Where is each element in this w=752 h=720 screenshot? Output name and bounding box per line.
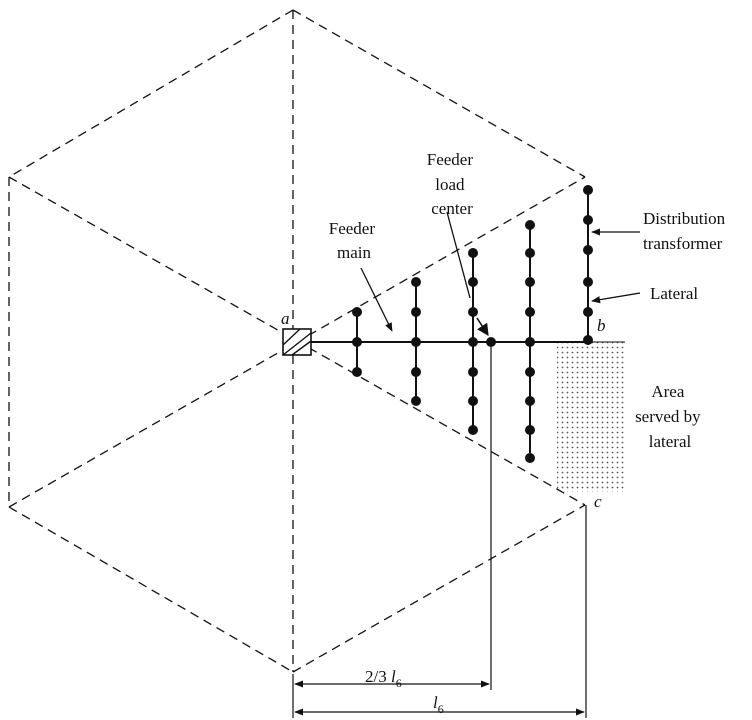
dimension-extension-lines bbox=[292, 347, 587, 718]
point-a-label: a bbox=[281, 309, 290, 328]
point-c-label: c bbox=[594, 492, 602, 511]
area-served-label: Area served by lateral bbox=[635, 382, 705, 451]
feeder-main-arrow bbox=[360, 267, 393, 332]
load-center-arrow-upper bbox=[446, 211, 471, 299]
dimension-full-label: l6 bbox=[433, 693, 444, 716]
hexagon-outline bbox=[8, 9, 586, 673]
substation-symbol bbox=[282, 328, 312, 356]
load-center-arrow-lower bbox=[476, 317, 489, 337]
point-b-label: b bbox=[597, 316, 606, 335]
feeder-load-center-label: Feeder load center bbox=[427, 150, 478, 218]
area-served-by-lateral bbox=[557, 342, 625, 492]
transformer-dots bbox=[352, 185, 593, 463]
lateral-label: Lateral bbox=[650, 284, 698, 303]
load-center-dot bbox=[486, 337, 496, 347]
dimension-two-thirds-label: 2/3 l6 bbox=[365, 667, 402, 690]
feeder-main-label: Feeder main bbox=[329, 219, 380, 262]
lateral-lines bbox=[356, 190, 589, 458]
lateral-arrow bbox=[591, 292, 641, 304]
distribution-transformer-label: Distribution transformer bbox=[643, 209, 729, 253]
